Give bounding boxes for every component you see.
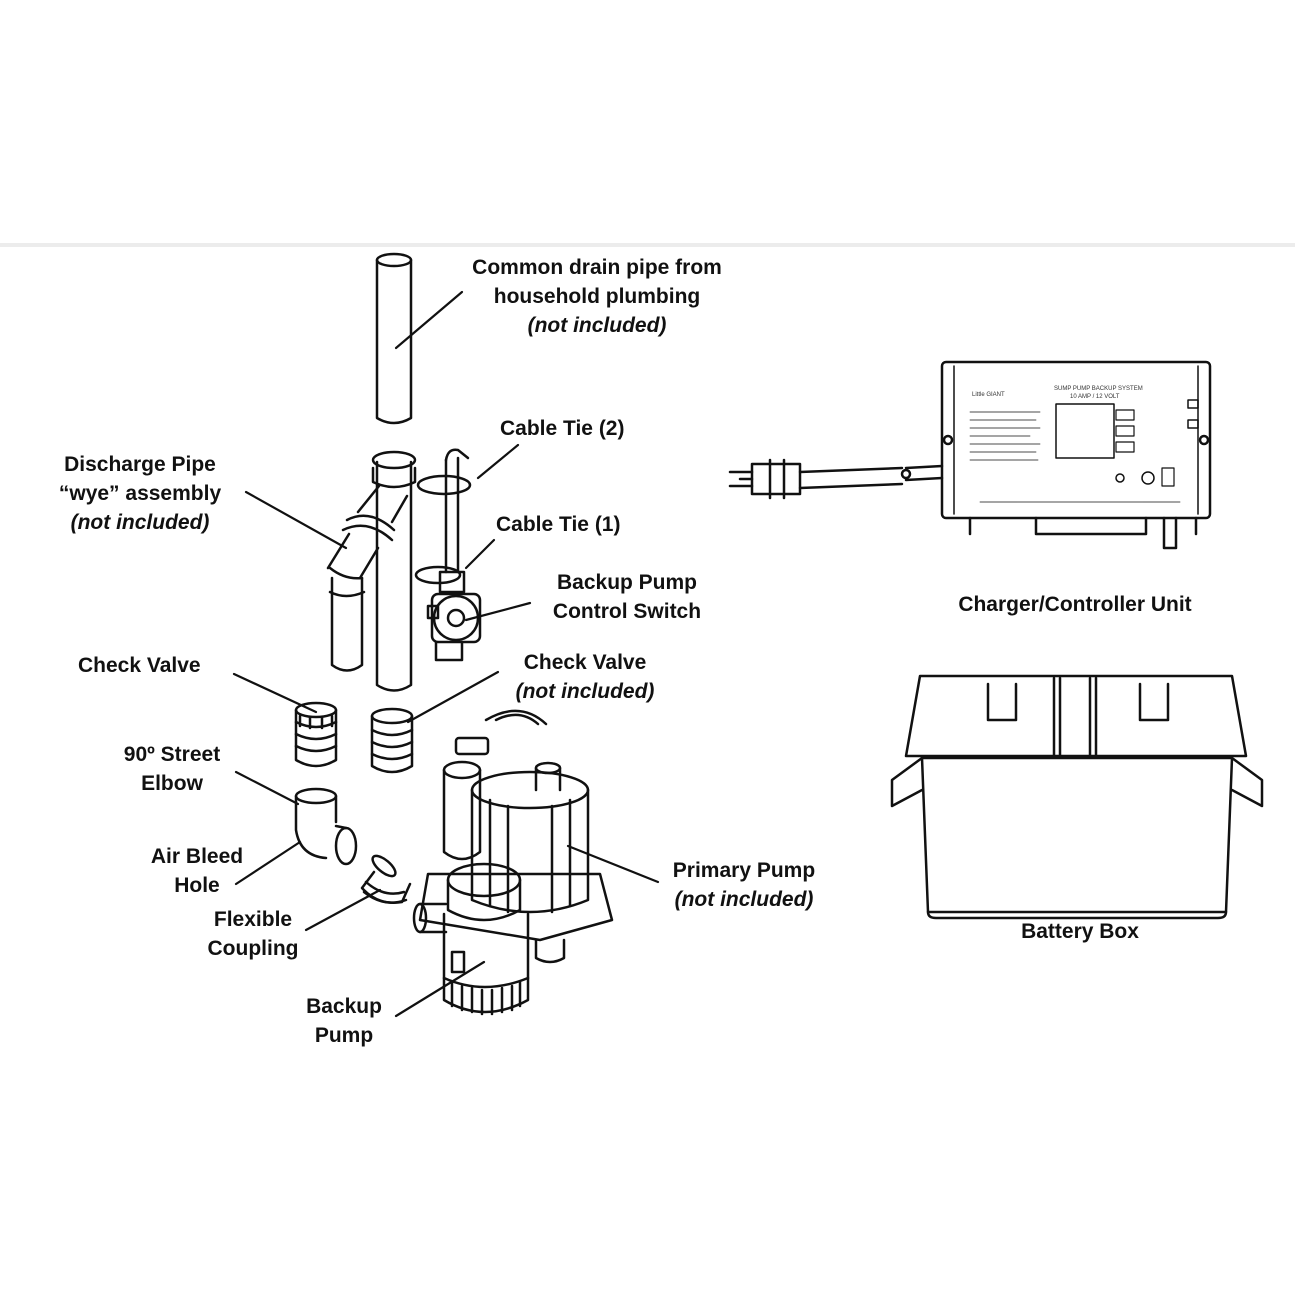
label-primary-pump: Primary Pump (not included) [672, 859, 816, 911]
label-check-valve-right: Check Valve (not included) [515, 651, 655, 703]
top-divider [0, 243, 1295, 247]
label-discharge-pipe: Discharge Pipe “wye” assembly (not inclu… [58, 453, 222, 534]
backup-pump [412, 862, 530, 1016]
street-elbow [294, 787, 358, 866]
label-charger: Charger/Controller Unit [958, 593, 1192, 616]
flexible-coupling [360, 854, 412, 904]
label-common-drain: Common drain pipe from household plumbin… [472, 256, 722, 337]
label-backup-switch: Backup Pump Control Switch [552, 571, 702, 623]
label-cable-tie-1: Cable Tie (1) [496, 513, 621, 536]
backup-control-switch [414, 448, 482, 662]
common-drain-pipe [375, 252, 413, 425]
label-backup-pump: Backup Pump [306, 995, 382, 1047]
charger-controller-unit: Little GIANT SUMP PUMP BACKUP SYSTEM 10 … [728, 360, 1212, 550]
controller-rating: 10 AMP / 12 VOLT [1070, 394, 1120, 400]
controller-brand: Little GIANT [972, 392, 1005, 398]
label-air-bleed: Air Bleed Hole [150, 845, 244, 897]
discharge-wye-assembly [326, 450, 417, 692]
label-battery-box: Battery Box [1021, 920, 1139, 943]
primary-pump [418, 709, 614, 964]
leader-lines [232, 290, 660, 1018]
label-check-valve-left: Check Valve [78, 654, 201, 677]
check-valve-left [294, 701, 338, 768]
label-cable-tie-2: Cable Tie (2) [500, 417, 625, 440]
battery-box [890, 674, 1264, 920]
label-street-elbow: 90º Street Elbow [123, 743, 221, 795]
check-valve-right [370, 707, 414, 774]
controller-title: SUMP PUMP BACKUP SYSTEM [1054, 386, 1143, 392]
label-flex-coupling: Flexible Coupling [207, 908, 299, 960]
